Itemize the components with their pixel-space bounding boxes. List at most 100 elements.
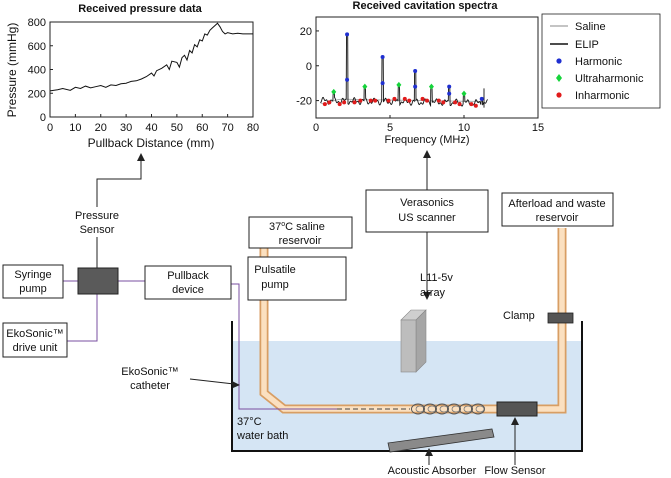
- chart-connector-arrows: [96, 150, 431, 207]
- spectra-x-tick-label: 15: [532, 122, 544, 134]
- pressure-sensor-arrow: [96, 160, 142, 207]
- harmonic-point: [413, 68, 418, 73]
- harmonic-point: [447, 84, 452, 89]
- pulsatile-pump-box: [247, 256, 347, 301]
- catheter-pointer-head: [232, 381, 240, 388]
- pulsatile-pump-label-2: pump: [261, 279, 289, 291]
- pressure-x-label: Pullback Distance (mm): [88, 136, 215, 150]
- spectra-y-tick-label: 0: [306, 61, 312, 73]
- afterload-box: [501, 192, 614, 227]
- legend-elip-label: ELIP: [575, 39, 599, 51]
- spectra-x-tick-label: 0: [313, 122, 319, 134]
- clamp: [547, 312, 574, 324]
- inharmonic-point: [368, 98, 373, 103]
- flow-sensor-label: Flow Sensor: [484, 465, 545, 477]
- pressure-x-tick-label: 50: [171, 122, 183, 134]
- saline-reservoir-box: [248, 216, 353, 249]
- catheter-coil-inner: [475, 405, 485, 413]
- legend-inharmonic-marker: [556, 92, 562, 98]
- inharmonic-point: [453, 100, 458, 105]
- harmonic-point: [380, 81, 385, 86]
- pressure-x-tick-label: 60: [196, 122, 208, 134]
- ultraharmonic-point: [331, 88, 337, 95]
- scanner-cable-head: [423, 292, 431, 300]
- bath-walls: [231, 321, 583, 452]
- flow-sensor-pointer-head: [511, 417, 519, 425]
- inharmonic-point: [420, 96, 425, 101]
- verasonics-label-1: Verasonics: [400, 197, 454, 209]
- pressure-x-tick-label: 30: [120, 122, 132, 134]
- saline-reservoir-label-2: reservoir: [279, 235, 322, 247]
- catheter-coil: [435, 403, 449, 415]
- inharmonic-point: [425, 98, 429, 103]
- catheter-line: [63, 280, 337, 410]
- pressure-sensor-label-1: Pressure: [75, 210, 119, 222]
- spectra-points: [322, 32, 484, 108]
- scanner-arrow-head: [423, 150, 431, 158]
- pressure-plot-frame: [49, 21, 254, 118]
- afterload-label-1: Afterload and waste: [508, 198, 605, 210]
- pressure-x-tick-label: 80: [247, 122, 259, 134]
- pressure-sensor-label-2: Sensor: [80, 224, 115, 236]
- drive-unit-label-2: drive unit: [13, 342, 58, 354]
- ultrasound-probe: [400, 309, 427, 373]
- pressure-y-tick-label: 200: [28, 88, 46, 100]
- pressure-arrow-head: [137, 153, 145, 161]
- pressure-y-tick-label: 800: [28, 17, 46, 29]
- pressure-y-tick-label: 600: [28, 41, 46, 53]
- inharmonic-point: [337, 102, 342, 107]
- spectra-x-label: Frequency (MHz): [385, 134, 470, 146]
- pressure-x-tick-label: 40: [145, 122, 157, 134]
- legend-box: [541, 13, 661, 109]
- inharmonic-point: [402, 96, 407, 101]
- legend-ultraharmonic-marker: [556, 74, 562, 82]
- inharmonic-point: [473, 103, 478, 108]
- pressure-x-tick-label: 20: [95, 122, 107, 134]
- catheter-label-1: EkoSonic™: [121, 366, 178, 378]
- pressure-line: [49, 22, 253, 92]
- pressure-y-label: Pressure (mmHg): [5, 23, 19, 118]
- harmonic-point: [345, 32, 350, 37]
- ultraharmonic-point: [396, 81, 402, 88]
- inharmonic-point: [392, 96, 397, 101]
- inharmonic-point: [342, 100, 347, 105]
- inharmonic-point: [352, 100, 357, 105]
- catheter-coil: [447, 403, 461, 415]
- elip-spectrum-line: [320, 33, 488, 108]
- verasonics-label-2: US scanner: [398, 212, 456, 224]
- array-label-2: array: [420, 287, 446, 299]
- catheter-pointer: [189, 378, 235, 385]
- syringe-pump-box: [2, 264, 64, 299]
- pressure-y-tick-label: 400: [28, 65, 46, 77]
- inharmonic-point: [327, 100, 332, 105]
- legend-ultraharmonic-label: Ultraharmonic: [575, 73, 644, 85]
- inharmonic-point: [441, 100, 446, 105]
- ultraharmonic-point: [362, 83, 368, 90]
- pulsatile-pump-label-1: Pulsatile: [254, 264, 296, 276]
- harmonic-point: [447, 91, 452, 96]
- pullback-device-box: [144, 265, 232, 300]
- catheter-coil: [423, 403, 437, 415]
- spectra-x-tick-label: 5: [387, 122, 393, 134]
- inharmonic-point: [457, 102, 462, 107]
- catheter-coils: [411, 403, 485, 415]
- pullback-device-label-1: Pullback: [167, 270, 209, 282]
- inharmonic-point: [373, 98, 378, 103]
- pressure-y-tick-label: 0: [40, 112, 46, 124]
- harmonic-point: [413, 84, 418, 89]
- spectra-legend: Saline ELIP Harmonic Ultraharmonic Inhar…: [541, 13, 661, 109]
- drive-unit-label-1: EkoSonic™: [6, 328, 63, 340]
- flow-sensor-block: [496, 401, 538, 417]
- ultraharmonic-point: [461, 90, 467, 97]
- inharmonic-point: [322, 102, 327, 107]
- inharmonic-point: [386, 98, 391, 103]
- water-bath: [231, 321, 583, 452]
- legend-harmonic-label: Harmonic: [575, 56, 623, 68]
- harmonic-point: [479, 96, 484, 101]
- water-bath-label-2: water bath: [236, 430, 288, 442]
